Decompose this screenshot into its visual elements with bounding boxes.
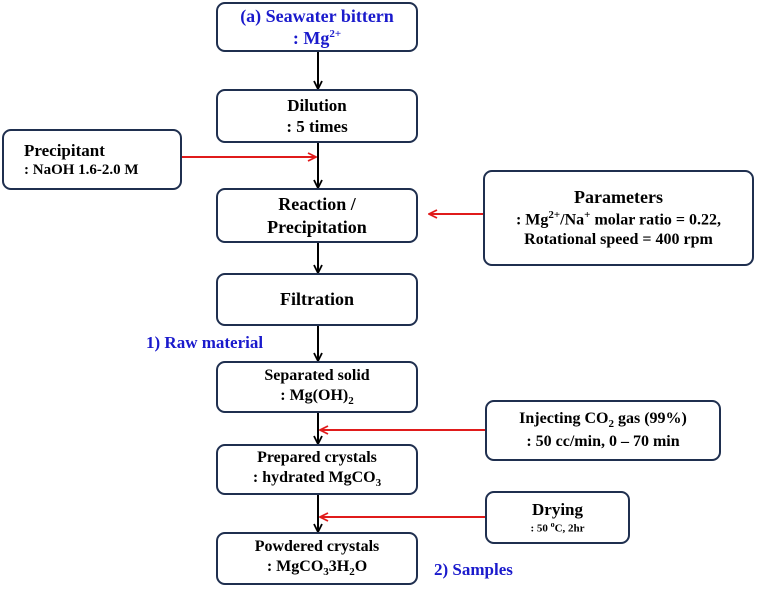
separated-detail: : Mg(OH)2	[280, 386, 354, 407]
samples-label: 2) Samples	[434, 560, 513, 579]
seawater-detail: : Mg2+	[292, 28, 342, 48]
drying-title: Drying	[532, 499, 583, 519]
co2-detail: : 50 cc/min, 0 – 70 min	[526, 432, 680, 450]
reaction-line2: Precipitation	[267, 216, 367, 237]
parameters-speed: Rotational speed = 400 rpm	[524, 230, 713, 248]
prepared-crystals-box: Prepared crystals : hydrated MgCO3	[216, 444, 418, 495]
drying-detail: : 50 oC, 2hr	[530, 519, 585, 535]
co2-injection-box: Injecting CO2 gas (99%) : 50 cc/min, 0 –…	[485, 400, 721, 461]
co2-title: Injecting CO2 gas (99%)	[519, 410, 687, 431]
prepared-detail: : hydrated MgCO3	[252, 469, 382, 490]
parameters-ratio: : Mg2+/Na+ molar ratio = 0.22,	[515, 208, 722, 228]
reaction-line1: Reaction /	[278, 194, 356, 214]
seawater-bittern-box: (a) Seawater bittern : Mg2+	[216, 2, 418, 52]
raw-material-label: 1) Raw material	[146, 333, 264, 352]
seawater-title: (a) Seawater bittern	[240, 5, 394, 26]
parameters-box: Parameters : Mg2+/Na+ molar ratio = 0.22…	[483, 170, 754, 266]
filtration-box: Filtration	[216, 273, 418, 326]
separated-title: Separated solid	[264, 366, 370, 384]
prepared-title: Prepared crystals	[257, 449, 377, 467]
precipitant-title: Precipitant	[24, 140, 105, 160]
powdered-title: Powdered crystals	[254, 538, 380, 556]
precipitant-box: Precipitant : NaOH 1.6-2.0 M	[2, 129, 182, 190]
drying-box: Drying : 50 oC, 2hr	[485, 491, 630, 544]
dilution-detail: : 5 times	[286, 117, 348, 136]
precipitant-detail: : NaOH 1.6-2.0 M	[24, 161, 139, 178]
filtration-title: Filtration	[280, 289, 354, 310]
separated-solid-box: Separated solid : Mg(OH)2	[216, 361, 418, 413]
dilution-box: Dilution : 5 times	[216, 89, 418, 143]
reaction-precipitation-box: Reaction / Precipitation	[216, 188, 418, 243]
dilution-title: Dilution	[287, 95, 347, 115]
parameters-title: Parameters	[574, 187, 663, 208]
powdered-crystals-box: Powdered crystals : MgCO33H2O	[216, 532, 418, 585]
powdered-detail: : MgCO33H2O	[266, 558, 368, 579]
